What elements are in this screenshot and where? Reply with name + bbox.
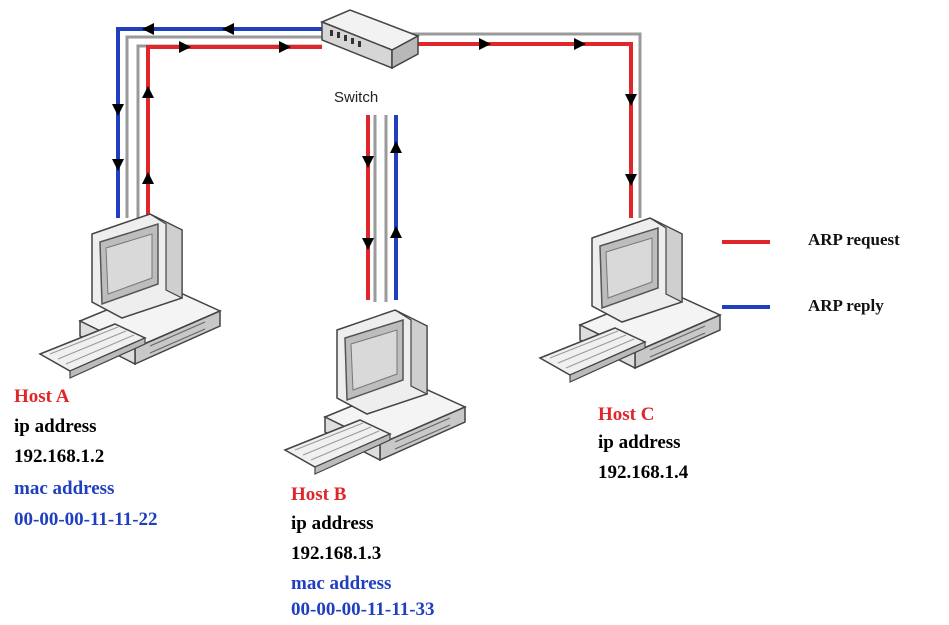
arrow-up-icon [142,172,154,184]
arrow-down-icon [625,94,637,106]
host-c-ip: 192.168.1.4 [598,458,688,488]
arrow-down-icon [362,156,374,168]
arrow-down-icon [112,104,124,116]
host-b-computer-icon [285,310,465,474]
host-a-ip: 192.168.1.2 [14,442,104,472]
arrow-right-icon [574,38,586,50]
arrow-down-icon [112,159,124,171]
arrow-left-icon [222,23,234,35]
host-a-name: Host A [14,382,69,412]
host-a-mac: 00-00-00-11-11-22 [14,505,158,535]
cable-host-a [127,37,322,218]
arrow-down-icon [362,238,374,250]
host-c-computer-icon [540,218,720,382]
host-b-ip-label: ip address [291,509,374,539]
arrow-up-icon [142,86,154,98]
host-c-name: Host C [598,400,654,430]
arp-request-path-c [410,44,631,218]
arp-request-path-a [148,47,322,230]
arrow-up-icon [390,141,402,153]
legend-request-label: ARP request [808,230,900,250]
switch-label: Switch [334,89,378,106]
arrow-up-icon [390,226,402,238]
cable-host-a-inner [138,46,322,218]
cables [118,29,640,302]
cable-host-c-inner [410,44,631,218]
arrow-down-icon [625,174,637,186]
arrow-right-icon [479,38,491,50]
legend-reply-label: ARP reply [808,296,884,316]
host-a-computer-icon [40,214,220,378]
switch-icon [322,10,418,68]
arrow-right-icon [279,41,291,53]
cable-host-c [410,34,640,218]
arrow-right-icon [179,41,191,53]
host-a-ip-label: ip address [14,412,97,442]
host-c-ip-label: ip address [598,428,681,458]
host-b-mac: 00-00-00-11-11-33 [291,595,435,625]
host-a-mac-label: mac address [14,474,114,504]
host-b-ip: 192.168.1.3 [291,539,381,569]
arrow-left-icon [142,23,154,35]
host-b-name: Host B [291,480,346,510]
